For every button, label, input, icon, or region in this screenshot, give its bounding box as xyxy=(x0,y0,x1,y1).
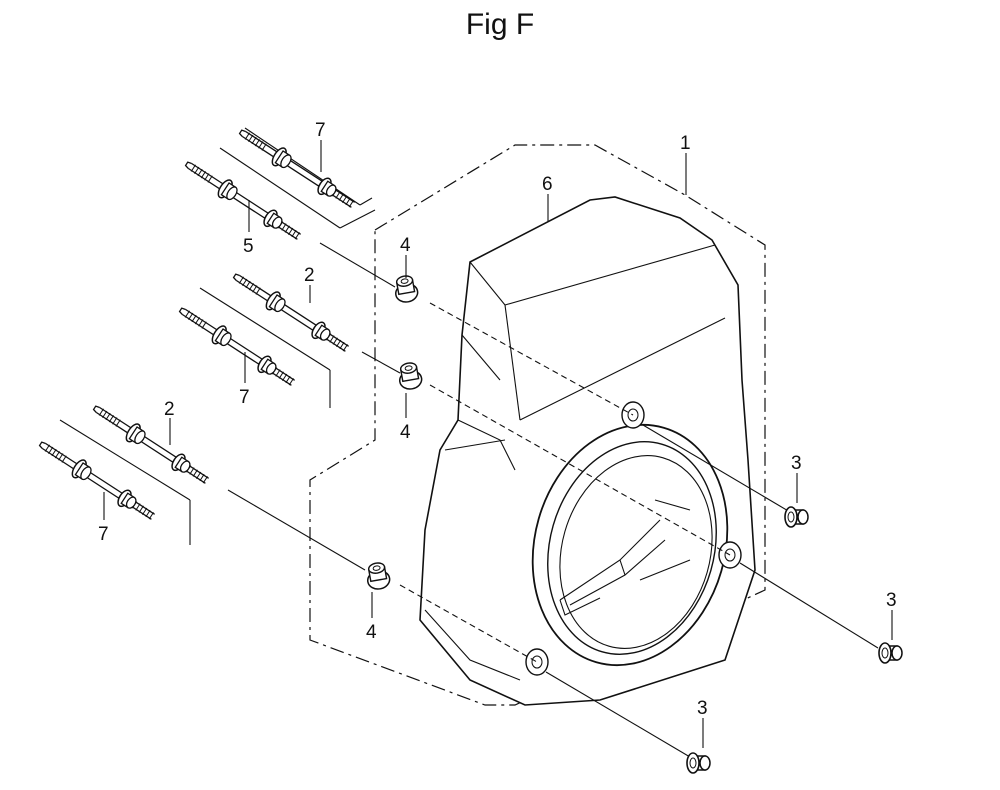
stud-bolt-7-middle xyxy=(174,300,300,392)
callout-2-lower: 2 xyxy=(164,399,175,420)
callout-leaders xyxy=(103,140,893,748)
blower-housing xyxy=(419,196,756,706)
part-group-brackets xyxy=(59,127,376,545)
callout-7-middle: 7 xyxy=(239,387,250,408)
assembly-leader-lines xyxy=(227,242,879,758)
hidden-alignment-lines xyxy=(399,302,731,663)
callout-4-top: 4 xyxy=(400,235,411,256)
callout-numbers: 1 6 7 5 2 7 2 7 4 4 4 3 3 3 xyxy=(98,120,897,719)
callout-4-bottom: 4 xyxy=(366,622,377,643)
collar-nut-4-bottom xyxy=(364,560,392,592)
figure-title: Fig F xyxy=(465,8,535,41)
callout-3-upper: 3 xyxy=(791,453,802,474)
callout-7-bottom: 7 xyxy=(98,524,109,545)
callout-6: 6 xyxy=(542,174,553,195)
stud-bolt-2-upper xyxy=(228,266,354,358)
collar-nut-4-top xyxy=(392,273,420,305)
stud-bolt-7-bottom xyxy=(34,434,160,526)
callout-5: 5 xyxy=(243,236,254,257)
stud-bolt-5 xyxy=(180,154,306,246)
callout-2-upper: 2 xyxy=(304,265,315,286)
callout-1: 1 xyxy=(680,133,691,154)
callout-3-right: 3 xyxy=(886,590,897,611)
callout-7-top: 7 xyxy=(315,120,326,141)
callout-4-middle: 4 xyxy=(400,422,411,443)
callout-3-bottom: 3 xyxy=(697,698,708,719)
flange-bolt-3-upper xyxy=(784,506,809,528)
flange-bolt-3-bottom xyxy=(686,752,711,774)
flange-bolt-3-right xyxy=(878,642,903,664)
collar-nut-4-middle xyxy=(396,360,424,392)
